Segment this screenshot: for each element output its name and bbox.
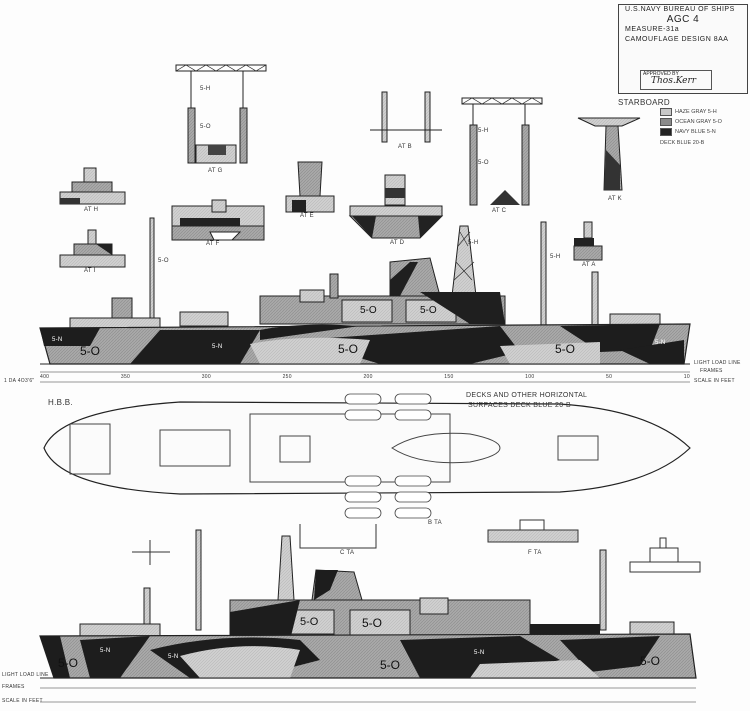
paint-code-label: 5-N	[474, 650, 485, 656]
key-label: NAVY BLUE 5-N	[675, 129, 716, 135]
scale-tick: 350	[120, 374, 131, 380]
key-row-haze: HAZE GRAY 5-H	[660, 108, 722, 116]
scale-tick: 150	[444, 374, 454, 380]
paint-code-label: 5-O	[360, 305, 377, 316]
scale-tick: 50	[606, 374, 613, 380]
paint-code-label: 5-O	[300, 616, 319, 628]
design-label: CAMOUFLAGE DESIGN 8AA	[625, 36, 729, 43]
detail-label: AT D	[390, 240, 405, 246]
detail-label: AT G	[208, 168, 223, 174]
color-key: HAZE GRAY 5-H OCEAN GRAY 5-O NAVY BLUE 5…	[660, 108, 722, 146]
paint-code-label: 5-N	[655, 340, 666, 346]
detail-at-k	[577, 117, 641, 191]
paint-code-label: 5-O	[158, 258, 169, 264]
paint-code-label: 5-H	[200, 86, 211, 92]
section-label: F TA	[528, 550, 542, 556]
scale-label: SCALE IN FEET	[694, 378, 735, 384]
bottom-frames-label: FRAMES	[2, 684, 25, 690]
deck-note-1: DECKS AND OTHER HORIZONTAL	[466, 392, 588, 399]
scale-tick: 250	[282, 374, 292, 380]
frame-scale-top	[40, 371, 690, 383]
scale-tick: 10	[683, 374, 690, 380]
key-row-ocean: OCEAN GRAY 5-O	[660, 118, 722, 126]
key-label: DECK BLUE 20-B	[660, 140, 705, 146]
approved-label: APPROVED BY	[643, 71, 679, 77]
detail-at-a	[573, 221, 603, 261]
scale-tick: 200	[363, 374, 373, 380]
key-label: OCEAN GRAY 5-O	[675, 119, 722, 125]
deck-plan	[43, 393, 691, 519]
detail-at-f	[171, 199, 265, 241]
paint-code-label: 5-N	[212, 344, 223, 350]
scale-tick: 400	[40, 374, 50, 380]
section-label: C TA	[340, 550, 355, 556]
detail-at-c	[461, 97, 543, 206]
frames-label: FRAMES	[700, 368, 723, 374]
key-swatch	[660, 128, 672, 136]
measure-label: MEASURE-31a	[625, 26, 680, 33]
paint-code-label: 5-H	[468, 240, 479, 246]
key-label: HAZE GRAY 5-H	[675, 109, 717, 115]
section-label: B TA	[428, 520, 442, 526]
scale-tick: 100	[525, 374, 535, 380]
detail-at-b	[370, 91, 442, 143]
detail-label: AT E	[300, 213, 314, 219]
paint-code-label: 5-N	[52, 337, 63, 343]
paint-code-label: 5-O	[420, 305, 437, 316]
ship-designation: AGC 4	[666, 14, 700, 25]
title-line-1: U.S.NAVY BUREAU OF SHIPS	[625, 6, 735, 13]
detail-label: AT F	[206, 241, 220, 247]
starboard-profile	[39, 217, 691, 365]
detail-at-d	[348, 174, 444, 239]
paint-code-label: 5-O	[380, 658, 401, 672]
side-label: STARBOARD	[618, 98, 670, 107]
detail-at-e	[285, 161, 335, 213]
plan-label: H.B.B.	[48, 398, 73, 407]
bottom-load-line: LIGHT LOAD LINE	[2, 672, 49, 678]
paint-code-label: 5-N	[100, 648, 111, 654]
key-row-deck: DECK BLUE 20-B	[660, 140, 722, 146]
paint-code-label: 5-O	[200, 124, 211, 130]
approval-box: APPROVED BY Thos.Kerr	[640, 70, 712, 90]
detail-label: AT C	[492, 208, 507, 214]
paint-code-label: 5-H	[550, 254, 561, 260]
scale-ticks-top: 400 350 300 250 200 150 100 50 10	[40, 374, 690, 380]
detail-at-g	[175, 64, 267, 164]
deck-note-2: SURFACES DECK BLUE 20-B	[468, 402, 571, 409]
detail-label: AT I	[84, 268, 96, 274]
paint-code-label: 5-O	[338, 342, 359, 356]
detail-label: AT B	[398, 144, 412, 150]
scale-tick: 300	[201, 374, 211, 380]
paint-code-label: 5-H	[478, 128, 489, 134]
paint-code-label: 5-O	[80, 344, 101, 358]
waterline-label: LIGHT LOAD LINE	[694, 360, 741, 366]
key-swatch	[660, 118, 672, 126]
section-sketches	[132, 519, 701, 573]
bottom-scale-label: SCALE IN FEET	[2, 698, 43, 704]
paint-code-label: 5-O	[640, 654, 661, 668]
detail-label: AT K	[608, 196, 622, 202]
signature: Thos.Kerr	[651, 76, 697, 86]
key-row-navy: NAVY BLUE 5-N	[660, 128, 722, 136]
scale-origin: 1 DA 4O3'6"	[4, 378, 35, 384]
paint-code-label: 5-O	[478, 160, 489, 166]
title-block: U.S.NAVY BUREAU OF SHIPS AGC 4 MEASURE-3…	[618, 4, 748, 94]
paint-code-label: 5-N	[168, 654, 179, 660]
detail-at-h	[59, 167, 126, 205]
paint-code-label: 5-O	[58, 656, 79, 670]
detail-label: AT A	[582, 262, 596, 268]
key-swatch	[660, 108, 672, 116]
detail-label: AT H	[84, 207, 99, 213]
detail-at-i	[59, 229, 126, 268]
paint-code-label: 5-O	[362, 616, 383, 630]
port-profile	[39, 529, 697, 703]
paint-code-label: 5-O	[555, 342, 576, 356]
